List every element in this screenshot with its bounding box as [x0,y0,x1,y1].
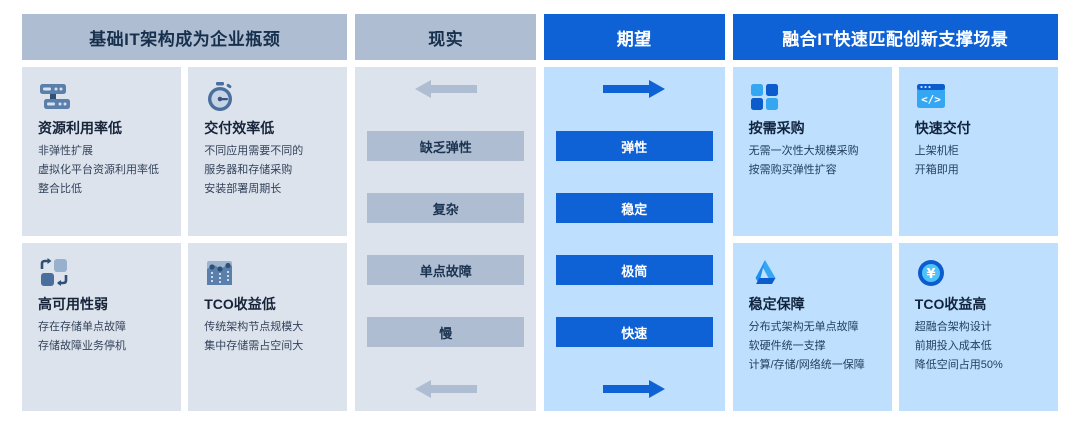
column-expectation: 期望 弹性 稳定 极简 快速 [544,14,725,411]
card-resource-utilization[interactable]: 资源利用率低 非弹性扩展 虚拟化平台资源利用率低 整合比低 [22,67,182,236]
card-line-list: 无需一次性大规模采购 按需购买弹性扩容 [749,144,878,179]
card-title: 高可用性弱 [38,295,108,312]
card-line: 存储故障业务停机 [38,339,126,352]
server-rack-icon [38,81,167,115]
card-title: 快速交付 [914,120,971,136]
card-line: 降低空间占用50% [914,358,1003,371]
card-line-list: 存在存储单点故障 存储故障业务停机 [38,320,167,355]
data-center-cost-icon [204,257,333,291]
card-line: 计算/存储/网络统一保障 [748,358,865,371]
card-title: TCO收益低 [204,295,276,312]
card-line-list: 上架机柜 开箱即用 [915,144,1044,179]
svg-text:</>: </> [921,93,941,106]
right-column-body: 按需采购 无需一次性大规模采购 按需购买弹性扩容 [732,67,1058,411]
arrow-right-icon [603,379,666,399]
arrow-left-icon [414,379,477,399]
card-line: 传统架构节点规模大 [204,320,304,333]
column-current-state: 基础IT架构成为企业瓶颈 [22,14,348,411]
card-fast-delivery[interactable]: </> 快速交付 上架机柜 开箱即用 [898,67,1058,236]
card-line: 按需购买弹性扩容 [748,164,837,177]
card-availability-weak[interactable]: 高可用性弱 存在存储单点故障 存储故障业务停机 [22,242,182,411]
card-stability-guarantee[interactable]: 稳定保障 分布式架构无单点故障 软硬件统一支撑 计算/存储/网络统一保障 [732,242,892,411]
expect-pill-4[interactable]: 快速 [556,317,713,347]
arrow-left-icon [414,79,477,99]
card-tco-high[interactable]: ¥ TCO收益高 超融合架构设计 前期投入成本低 降低空间占用50% [898,242,1058,411]
card-title: 交付效率低 [204,120,275,136]
failover-swap-icon [38,257,167,291]
card-line: 前期投入成本低 [914,339,992,352]
expect-column-header: 期望 [544,14,725,60]
card-on-demand-purchase[interactable]: 按需采购 无需一次性大规模采购 按需购买弹性扩容 [732,67,892,236]
card-line: 整合比低 [38,183,82,196]
card-title: 资源利用率低 [38,120,122,136]
reality-pill-3[interactable]: 单点故障 [367,255,524,285]
left-column-header: 基础IT架构成为企业瓶颈 [22,14,348,60]
right-column-header: 融合IT快速匹配创新支撑场景 [732,14,1058,60]
stopwatch-icon [204,81,333,115]
drive-triangle-icon [749,257,878,291]
left-card-grid: 资源利用率低 非弹性扩展 虚拟化平台资源利用率低 整合比低 [22,67,348,411]
card-line: 分布式架构无单点故障 [748,320,859,333]
column-reality: 现实 缺乏弹性 复杂 单点故障 慢 [355,14,536,411]
card-line: 服务器和存储采购 [204,164,293,177]
right-card-grid: 按需采购 无需一次性大规模采购 按需购买弹性扩容 [732,67,1058,411]
card-title: 按需采购 [748,120,805,136]
reality-pill-2[interactable]: 复杂 [367,193,524,223]
card-tco-low[interactable]: TCO收益低 传统架构节点规模大 集中存储需占空间大 [188,242,348,411]
card-title: 稳定保障 [748,295,805,312]
card-title: TCO收益高 [914,295,987,312]
reality-column-header: 现实 [355,14,536,60]
left-column-body: 资源利用率低 非弹性扩展 虚拟化平台资源利用率低 整合比低 [22,67,348,411]
card-line: 非弹性扩展 [38,145,93,158]
card-line: 软硬件统一支撑 [748,339,826,352]
card-line-list: 非弹性扩展 虚拟化平台资源利用率低 整合比低 [38,144,167,198]
reality-pill-1[interactable]: 缺乏弹性 [367,131,524,161]
expect-pill-1[interactable]: 弹性 [556,131,713,161]
card-line-list: 不同应用需要不同的 服务器和存储采购 安装部署周期长 [204,144,333,198]
reality-panel: 缺乏弹性 复杂 单点故障 慢 [355,67,536,411]
reality-column-body: 缺乏弹性 复杂 单点故障 慢 [355,67,536,411]
card-line-list: 分布式架构无单点故障 软硬件统一支撑 计算/存储/网络统一保障 [749,320,878,374]
card-line: 存在存储单点故障 [38,320,126,333]
expect-panel: 弹性 稳定 极简 快速 [544,67,725,411]
card-line: 安装部署周期长 [204,183,282,196]
card-line: 无需一次性大规模采购 [748,145,859,158]
card-line-list: 超融合架构设计 前期投入成本低 降低空间占用50% [915,320,1044,374]
code-window-icon: </> [915,81,1044,115]
card-line: 上架机柜 [914,145,959,158]
reality-pill-4[interactable]: 慢 [367,317,524,347]
arrow-right-icon [603,79,666,99]
four-squares-icon [749,81,878,115]
card-line: 不同应用需要不同的 [204,145,304,158]
card-line-list: 传统架构节点规模大 集中存储需占空间大 [204,320,333,355]
card-line: 集中存储需占空间大 [204,339,304,352]
card-line: 开箱即用 [914,164,959,177]
expect-column-body: 弹性 稳定 极简 快速 [544,67,725,411]
card-line: 超融合架构设计 [914,320,992,333]
expect-pill-2[interactable]: 稳定 [556,193,713,223]
card-line: 虚拟化平台资源利用率低 [38,164,159,177]
svg-text:¥: ¥ [926,267,935,282]
expect-pill-3[interactable]: 极简 [556,255,713,285]
card-delivery-efficiency[interactable]: 交付效率低 不同应用需要不同的 服务器和存储采购 安装部署周期长 [188,67,348,236]
column-target-state: 融合IT快速匹配创新支撑场景 按需采购 无需一次性大规模 [732,14,1058,411]
yuan-coin-icon: ¥ [915,257,1044,291]
